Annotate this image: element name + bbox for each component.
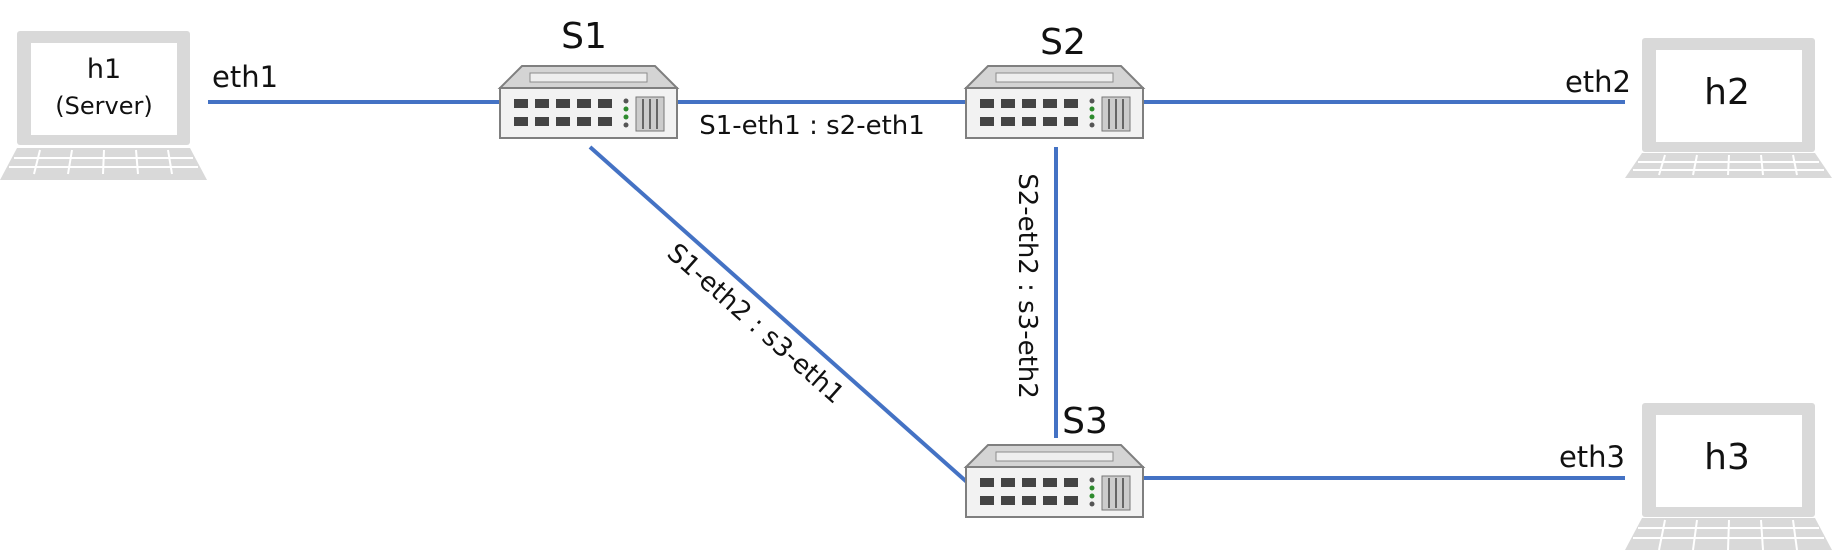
switch-s3: S3: [965, 401, 1144, 518]
switch-s1-label: S1: [561, 16, 607, 57]
laptop-icon: [1625, 38, 1832, 178]
link-s2-h2-label: eth2: [1565, 65, 1631, 99]
host-h2: h2: [1625, 38, 1832, 178]
host-h1: h1 (Server): [0, 31, 207, 180]
switch-s2-label: S2: [1040, 22, 1086, 63]
host-h3: h3: [1625, 403, 1832, 550]
host-h1-role: (Server): [55, 92, 152, 120]
link-h1-s1-label: eth1: [212, 60, 278, 94]
link-s1-s3-label: S1-eth2 : s3-eth1: [661, 238, 850, 410]
link-s1-s3: [588, 145, 970, 485]
link-s3-h3-label: eth3: [1559, 440, 1625, 474]
laptop-icon: [1625, 403, 1832, 550]
switch-s3-label: S3: [1062, 401, 1108, 442]
network-switch-icon: [499, 65, 678, 139]
switch-s2: S2: [965, 22, 1144, 139]
host-h2-label: h2: [1704, 72, 1750, 113]
network-switch-icon: [965, 65, 1144, 139]
link-s1-s2-label: S1-eth1 : s2-eth1: [699, 111, 925, 141]
host-h3-label: h3: [1704, 437, 1750, 478]
switch-s1: S1: [499, 16, 678, 139]
laptop-icon: [0, 31, 207, 180]
link-s2-s3-label: S2-eth2 : s3-eth2: [1012, 173, 1042, 399]
host-h1-label: h1: [87, 54, 121, 85]
network-switch-icon: [965, 444, 1144, 518]
